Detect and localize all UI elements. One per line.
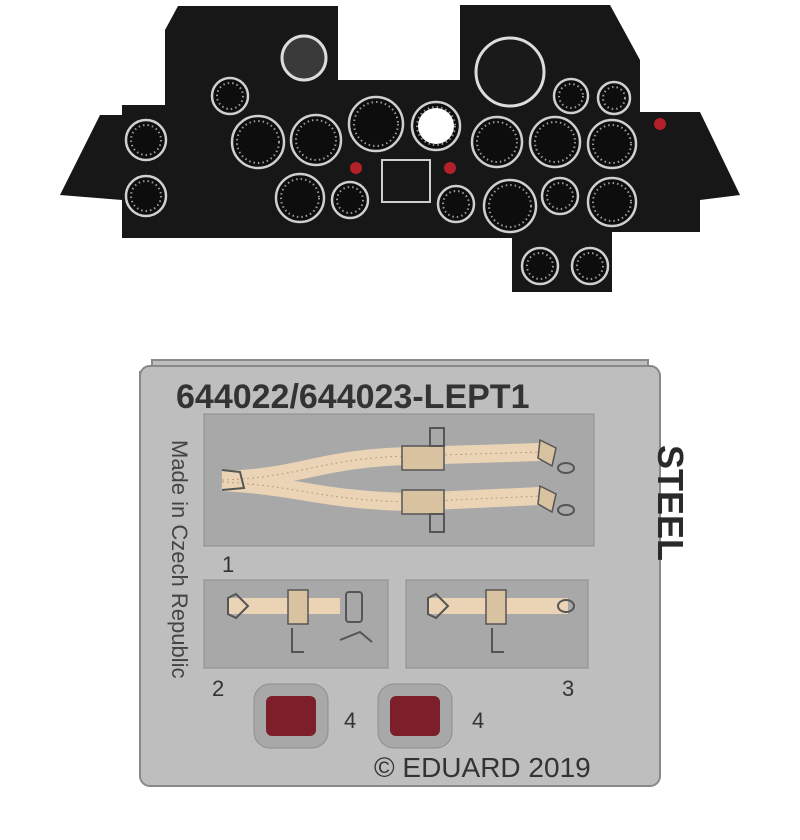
material-label: STEEL <box>650 444 692 562</box>
dial-ticks <box>526 252 554 280</box>
dial-ticks <box>576 252 604 280</box>
dial-ticks <box>476 121 518 163</box>
belt-1 <box>221 427 575 533</box>
dial-ticks <box>546 182 574 210</box>
dial-ticks <box>353 101 399 147</box>
compass-face <box>418 108 454 144</box>
part-code: 644022/644023-LEPT1 <box>176 378 530 416</box>
part-number-1: 1 <box>222 552 235 577</box>
dial-ticks <box>488 184 532 228</box>
instrument-dial-icon <box>274 172 326 224</box>
warning-lamp <box>654 118 666 130</box>
photo-etch-fret <box>139 359 661 787</box>
dial-ticks <box>592 182 632 222</box>
dial-ticks <box>130 180 162 212</box>
dial-ticks <box>534 121 576 163</box>
instrument-dial-icon <box>596 80 632 116</box>
dial-ticks <box>592 124 632 164</box>
warning-lamp <box>350 162 362 174</box>
dial-ticks <box>236 120 280 164</box>
part-number-4b: 4 <box>472 708 485 733</box>
part-number-2: 2 <box>212 676 225 701</box>
dial-ticks <box>416 106 456 146</box>
belt-3 <box>427 589 575 653</box>
instrument-dial-icon <box>289 113 343 167</box>
dial-ticks <box>130 124 162 156</box>
attitude-indicator-icon <box>474 36 546 108</box>
belt-2 <box>227 589 373 653</box>
dial-ticks <box>558 83 584 109</box>
instrument-dial-icon <box>528 115 582 169</box>
instrument-dial-icon <box>586 176 638 228</box>
dial-ticks <box>336 186 364 214</box>
engine-gauge-box <box>381 159 431 203</box>
lever-b <box>390 696 440 736</box>
instrument-dial-icon <box>230 114 286 170</box>
instrument-dial-icon <box>347 95 405 153</box>
dial-ticks <box>216 82 244 110</box>
instrument-dial-icon <box>586 118 638 170</box>
instrument-dial-icon <box>482 178 538 234</box>
dial-ticks <box>295 119 337 161</box>
warning-lamp <box>444 162 456 174</box>
part-number-4a: 4 <box>344 708 357 733</box>
made-in-label: Made in Czech Republic <box>167 440 192 679</box>
instrument-dial-icon <box>470 115 524 169</box>
turn-indicator-icon <box>280 34 328 82</box>
dial-ticks <box>280 178 320 218</box>
part-number-3: 3 <box>562 676 575 701</box>
dial-ticks <box>602 86 626 110</box>
instrument-panel <box>60 5 740 292</box>
lever-a <box>266 696 316 736</box>
copyright: © EDUARD 2019 <box>374 752 591 783</box>
dial-ticks <box>442 190 470 218</box>
